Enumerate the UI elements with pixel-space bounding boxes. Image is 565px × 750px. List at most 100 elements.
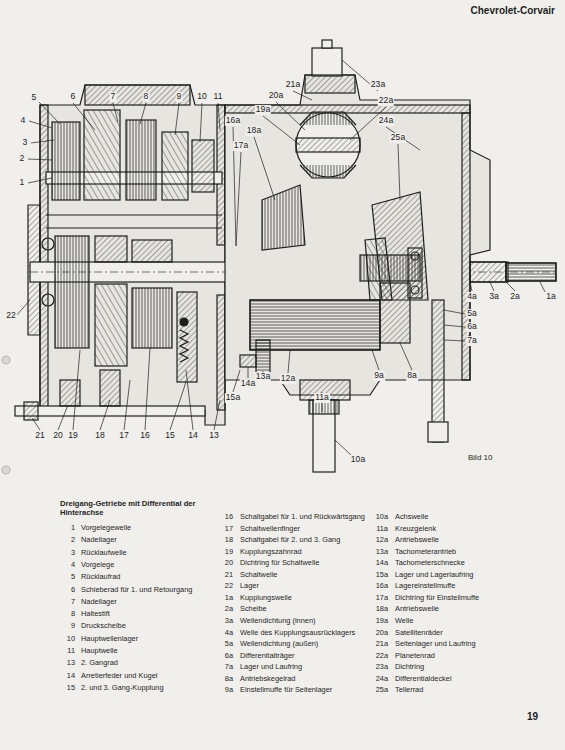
part-name: Satellitenräder bbox=[395, 629, 443, 638]
callout-number: 23a bbox=[370, 80, 386, 90]
part-name: Wellendichtung (außen) bbox=[240, 640, 318, 649]
part-name: Schieberad für 1. und Retourgang bbox=[81, 586, 192, 595]
part-name: Antriebswelle bbox=[395, 536, 439, 545]
callout-number: 9a bbox=[373, 371, 385, 381]
callout-number: 2 bbox=[19, 154, 26, 164]
callout-number: 4a bbox=[466, 292, 478, 302]
callout-number: 12a bbox=[280, 374, 296, 384]
table-number: 21a bbox=[376, 640, 388, 649]
part-name: Nadellager bbox=[81, 536, 117, 545]
part-name: Schaltwelle bbox=[240, 571, 277, 580]
callout-number: 2a bbox=[509, 292, 521, 302]
part-name: Kupplungswelle bbox=[240, 594, 292, 603]
table-number: 15a bbox=[376, 571, 388, 580]
callout-number: 20 bbox=[52, 431, 64, 441]
callout-number: 22a bbox=[378, 96, 394, 106]
table-number: 14 bbox=[67, 672, 75, 681]
table-number: 6 bbox=[71, 586, 75, 595]
part-name: Antriebskegelrad bbox=[240, 675, 295, 684]
table-number: 16a bbox=[376, 582, 388, 591]
callout-number: 18 bbox=[94, 431, 106, 441]
callout-number: 10a bbox=[350, 455, 366, 465]
table-number: 6a bbox=[225, 652, 233, 661]
table-number: 15 bbox=[67, 684, 75, 693]
table-number: 11 bbox=[67, 647, 75, 656]
part-name: Vorgelegewelle bbox=[81, 524, 131, 533]
table-number: 17a bbox=[376, 594, 388, 603]
part-name: Rücklaufrad bbox=[81, 573, 120, 582]
part-name: Dichtring für Einstellmuffe bbox=[395, 594, 479, 603]
part-name: Scheibe bbox=[240, 605, 267, 614]
callout-number: 24a bbox=[378, 116, 394, 126]
callout-number: 1a bbox=[545, 292, 557, 302]
part-name: Hauptwellenlager bbox=[81, 635, 138, 644]
part-name: Planetenrad bbox=[395, 652, 435, 661]
part-name: Schaltwellenfinger bbox=[240, 525, 300, 534]
callout-number: 17 bbox=[118, 431, 130, 441]
part-name: Einstellmuffe für Seitenlager bbox=[240, 686, 332, 695]
part-name: Kreuzgelenk bbox=[395, 525, 436, 534]
table-number: 23a bbox=[376, 663, 388, 672]
table-number: 13 bbox=[67, 659, 75, 668]
table-number: 1a bbox=[225, 594, 233, 603]
part-name: Schaltgabel für 1. und Rückwärtsgang bbox=[240, 513, 365, 522]
table-number: 11a bbox=[376, 525, 388, 534]
table-number: 10 bbox=[67, 635, 75, 644]
callout-number: 15a bbox=[225, 393, 241, 403]
callout-number: 19a bbox=[255, 105, 271, 115]
callout-number: 13 bbox=[208, 431, 220, 441]
part-name: Haltestift bbox=[81, 610, 110, 619]
callout-number: 1 bbox=[19, 178, 26, 188]
table-number: 3a bbox=[225, 617, 233, 626]
table-number: 4 bbox=[71, 561, 75, 570]
table-title: Dreigang-Getriebe mit Differential der H… bbox=[60, 500, 210, 517]
part-name: Schaltgabel für 2. und 3. Gang bbox=[240, 536, 340, 545]
table-number: 16 bbox=[225, 513, 233, 522]
part-name: Lager bbox=[240, 582, 259, 591]
part-name: Lagereinstellmuffe bbox=[395, 582, 455, 591]
callout-number: 8 bbox=[143, 92, 150, 102]
part-name: Differentialträger bbox=[240, 652, 295, 661]
callout-number: 5a bbox=[466, 309, 478, 319]
part-name: Seitenlager und Laufring bbox=[395, 640, 476, 649]
callout-number: 14 bbox=[187, 431, 199, 441]
table-number: 24a bbox=[376, 675, 388, 684]
table-number: 19 bbox=[225, 548, 233, 557]
callout-number: 5 bbox=[31, 93, 38, 103]
callout-number: 6a bbox=[466, 322, 478, 332]
callout-number: 13a bbox=[255, 372, 271, 382]
table-number: 12a bbox=[376, 536, 388, 545]
table-number: 18a bbox=[376, 605, 388, 614]
part-name: Vorgelege bbox=[81, 561, 114, 570]
table-number: 5a bbox=[225, 640, 233, 649]
callout-number: 7a bbox=[466, 336, 478, 346]
figure-caption: Bild 10 bbox=[468, 453, 492, 462]
table-number: 7a bbox=[225, 663, 233, 672]
table-number: 2 bbox=[71, 536, 75, 545]
part-name: Tellerrad bbox=[395, 686, 423, 695]
part-name: Differentialdeckel bbox=[395, 675, 452, 684]
table-number: 19a bbox=[376, 617, 388, 626]
table-number: 17 bbox=[225, 525, 233, 534]
table-number: 14a bbox=[376, 559, 388, 568]
callout-number: 16a bbox=[225, 116, 241, 126]
part-name: Kupplungszahnrad bbox=[240, 548, 302, 557]
part-name: Antriebswelle bbox=[395, 605, 439, 614]
part-name: Rücklaufwelle bbox=[81, 549, 127, 558]
page-header: Chevrolet-Corvair bbox=[471, 5, 555, 17]
part-name: Tachometerschnecke bbox=[395, 559, 465, 568]
callout-number: 20a bbox=[268, 91, 284, 101]
callout-number: 21a bbox=[285, 80, 301, 90]
table-number: 4a bbox=[225, 629, 233, 638]
table-number: 8 bbox=[71, 610, 75, 619]
page-number: 19 bbox=[527, 711, 538, 723]
callout-number: 15 bbox=[164, 431, 176, 441]
callout-number: 14a bbox=[240, 379, 256, 389]
part-name: Druckscheibe bbox=[81, 622, 126, 631]
table-number: 25a bbox=[376, 686, 388, 695]
part-name: Welle bbox=[395, 617, 413, 626]
table-number: 10a bbox=[376, 513, 388, 522]
part-name: Lager und Lagerlaufring bbox=[395, 571, 473, 580]
callout-number: 25a bbox=[390, 133, 406, 143]
